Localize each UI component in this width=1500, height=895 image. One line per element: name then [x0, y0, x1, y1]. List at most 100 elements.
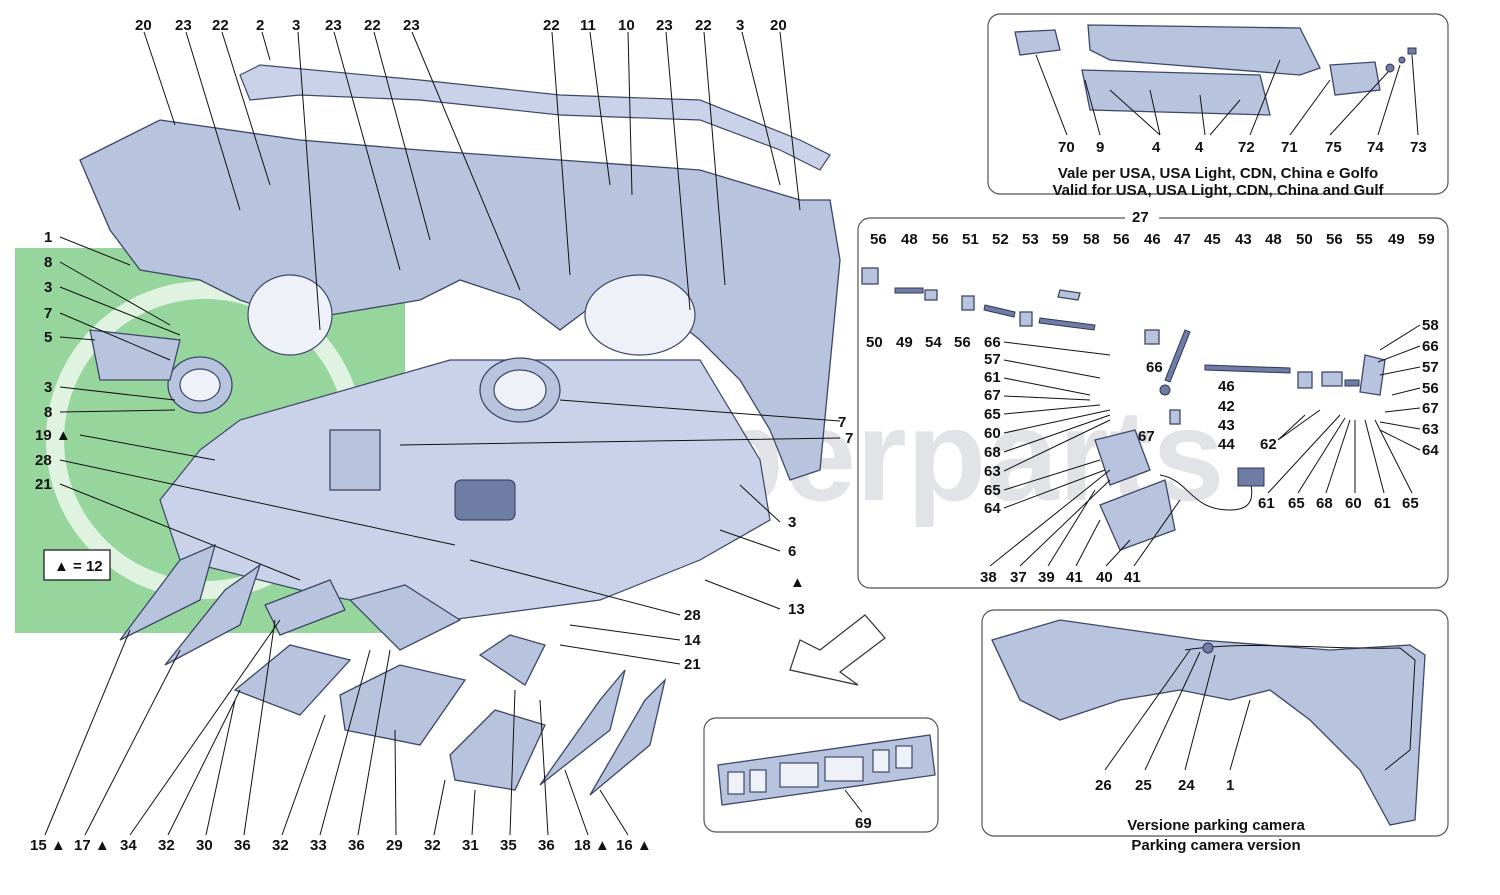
label: 8	[44, 404, 52, 421]
label: 33	[310, 837, 327, 854]
label: 67	[1138, 428, 1155, 445]
label: 60	[1345, 495, 1362, 512]
label: 50	[1296, 231, 1313, 248]
label: 61	[1374, 495, 1391, 512]
label: ▲	[790, 574, 805, 591]
label: 68	[984, 444, 1001, 461]
label: 20	[135, 17, 152, 34]
label: 32	[272, 837, 289, 854]
label: 41	[1124, 569, 1141, 586]
label: 68	[1316, 495, 1333, 512]
label: 56	[1326, 231, 1343, 248]
label: 61	[1258, 495, 1275, 512]
label: 38	[980, 569, 997, 586]
plate-b	[348, 584, 462, 651]
label: 56	[870, 231, 887, 248]
label: 71	[1281, 139, 1298, 156]
p27-spring	[1057, 289, 1081, 301]
main-labels-top: 20 23 22 2 3 23 22 23 22 11 10 23 22 3 2…	[135, 17, 787, 34]
label: 52	[992, 231, 1009, 248]
side-bracket	[89, 329, 181, 381]
label: 59	[1052, 231, 1069, 248]
p27-connector	[1237, 467, 1265, 487]
panel-69-frame	[703, 717, 939, 833]
control-bracket	[329, 429, 381, 491]
label: 65	[984, 482, 1001, 499]
p27-clip3	[1019, 311, 1033, 327]
legend-box	[43, 549, 111, 581]
usa-absorber-upper	[1087, 24, 1321, 76]
label: 3	[736, 17, 744, 34]
label: 7	[845, 430, 853, 447]
main-assembly: ▲ = 12	[43, 31, 886, 796]
label: 63	[1422, 421, 1439, 438]
actuator-unit	[454, 479, 516, 521]
label: 23	[403, 17, 420, 34]
label: 65	[1288, 495, 1305, 512]
label: 2	[256, 17, 264, 34]
label: 11	[580, 17, 596, 34]
label: 47	[1174, 231, 1191, 248]
label: 70	[1058, 139, 1075, 156]
slot	[824, 756, 864, 782]
label: 46	[1144, 231, 1161, 248]
label: 66	[1146, 359, 1163, 376]
p27-rod-right	[1204, 364, 1291, 374]
main-labels-right: 7 7 3 6 ▲ 13 28 14 21	[684, 414, 853, 673]
label: 62	[1260, 436, 1277, 453]
label: 29	[386, 837, 403, 854]
label: 56	[1113, 231, 1130, 248]
label: 14	[684, 632, 701, 649]
label: 58	[1422, 317, 1439, 334]
label: 66	[984, 334, 1001, 351]
label: 44	[1218, 436, 1235, 453]
label: 74	[1367, 139, 1384, 156]
label: 57	[1422, 359, 1439, 376]
panel-27-number: 27	[1132, 209, 1149, 226]
label: 21	[684, 656, 701, 673]
fog-opening-left	[247, 274, 333, 356]
camera-panel-frame	[981, 609, 1449, 837]
p27-rod-long	[1038, 317, 1096, 331]
label: 41	[1066, 569, 1083, 586]
label: 49	[896, 334, 913, 351]
camera-caption-it: Versione parking camera	[1127, 817, 1305, 834]
camera-unit	[1202, 642, 1214, 654]
label: 36	[234, 837, 251, 854]
label: 23	[175, 17, 192, 34]
label: 43	[1218, 417, 1235, 434]
plate-c	[233, 644, 352, 716]
parking-camera-panel: 26 25 24 1 Versione parking camera Parki…	[981, 609, 1449, 854]
label: 75	[1325, 139, 1342, 156]
label: 1	[44, 229, 52, 246]
usa-part-70	[1014, 29, 1061, 56]
p27-rod-short	[894, 287, 924, 294]
usa-absorber-lower	[1081, 69, 1271, 116]
label: 1	[1226, 777, 1234, 794]
main-labels-bottom: 15 ▲ 17 ▲ 34 32 30 36 32 33 36 29 32 31 …	[30, 837, 652, 854]
flap-15	[119, 543, 216, 641]
main-labels-left: 1 8 3 7 5 3 8 19 ▲ 28 21	[35, 229, 71, 493]
legend-note: ▲ = 12	[54, 558, 103, 575]
flap-17	[164, 563, 262, 666]
label: 3	[44, 379, 52, 396]
p27-clip	[861, 267, 879, 285]
label: 22	[695, 17, 712, 34]
label: 57	[984, 351, 1001, 368]
label: 69	[855, 815, 872, 832]
label: 28	[684, 607, 701, 624]
label: 65	[1402, 495, 1419, 512]
label: 26	[1095, 777, 1112, 794]
label: 36	[538, 837, 555, 854]
label: 42	[1218, 398, 1235, 415]
panel-27-lock-mechanism: 27 56 48 56 51 52 53 59 58 56 46 47	[857, 208, 1449, 589]
label: 19 ▲	[35, 427, 71, 444]
plate-a	[264, 579, 346, 636]
label: 63	[984, 463, 1001, 480]
label: 43	[1235, 231, 1252, 248]
label: 16 ▲	[616, 837, 652, 854]
label: 22	[364, 17, 381, 34]
plate-e	[449, 709, 546, 791]
